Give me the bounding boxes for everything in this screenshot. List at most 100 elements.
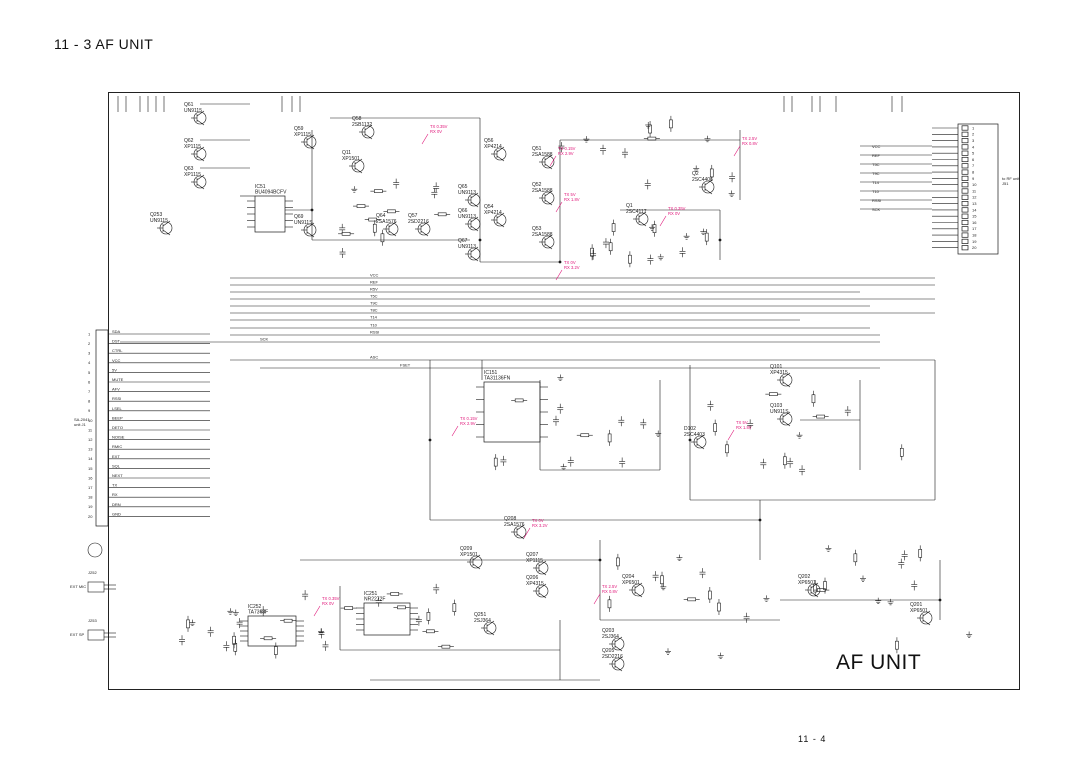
bus-label: FSET: [400, 363, 411, 368]
transistor-ref: Q1: [626, 203, 633, 209]
test-point-note: RX 0.8V: [602, 589, 618, 594]
connector-pin-number: 18: [972, 233, 977, 238]
left-pin-label: RX: [112, 492, 118, 497]
transistor-part: 2SC4403: [684, 432, 705, 438]
transistor-lead: [162, 220, 171, 227]
test-point-arrow: [421, 133, 429, 145]
transistor-lead: [638, 211, 647, 218]
left-pin-number: 6: [88, 379, 91, 384]
left-pin-number: 7: [88, 389, 91, 394]
test-point-note: RX 1.8V: [736, 425, 752, 430]
ic-part: TA7368F: [248, 610, 268, 616]
transistor-part: XP6501: [622, 580, 640, 586]
transistor-part: 2SA1588: [532, 188, 553, 194]
jack-ref: J252: [88, 570, 97, 575]
jack-symbol: [87, 581, 105, 593]
test-point-note: TX 0V: [532, 518, 544, 523]
transistor-lead: [196, 155, 205, 162]
transistor-lead: [496, 155, 505, 162]
connector-pin-number: 7: [972, 163, 975, 168]
ic-ic251: [363, 602, 411, 636]
transistor-ref: Q208: [504, 516, 516, 522]
left-pin-number: 2: [88, 341, 91, 346]
transistor-lead: [614, 636, 623, 643]
resistor: [452, 603, 457, 612]
transistor-lead: [782, 381, 791, 388]
transistor-part: XP1115: [184, 172, 201, 178]
test-point-arrow: [451, 425, 459, 437]
left-pin-label: RMIC: [112, 444, 122, 449]
left-pin-label: DRN: [112, 502, 121, 507]
transistor-lead: [496, 146, 505, 153]
left-pin-number: 3: [88, 351, 91, 356]
junction-dot: [310, 208, 314, 212]
transistor-lead: [538, 560, 547, 567]
resistor: [607, 599, 612, 609]
transistor-lead: [614, 645, 623, 652]
transistor-part: 2SJ364: [474, 618, 491, 624]
test-point-arrow: [733, 145, 741, 157]
transistor-ref: Q62: [184, 138, 194, 144]
ic-ref: IC151: [484, 370, 498, 376]
transistor-lead: [196, 110, 205, 117]
connector-pin: [961, 144, 969, 150]
transistor-ref: Q207: [526, 552, 538, 558]
resistor: [628, 254, 632, 264]
resistor: [186, 619, 190, 629]
transistor-lead: [496, 221, 505, 228]
resistor: [374, 189, 383, 193]
right-connector-label: to RF unit: [1002, 176, 1020, 181]
resistor: [853, 553, 858, 563]
connector-pin-number: 12: [972, 195, 977, 200]
connector-pin: [961, 125, 969, 131]
resistor: [263, 636, 273, 641]
transistor-part: 2SA1576: [376, 219, 397, 225]
right-bus-label: RSSI: [872, 198, 881, 203]
left-pin-number: 15: [88, 466, 93, 471]
transistor-ref: Q54: [484, 204, 494, 210]
left-pin-number: 1: [88, 331, 91, 336]
connector-pin-number: 19: [972, 239, 977, 244]
left-pin-number: 4: [88, 360, 91, 365]
transistor-lead: [544, 163, 553, 170]
junction-dot: [758, 518, 762, 522]
transistor-part: XP1115: [184, 144, 201, 150]
transistor-lead: [544, 190, 553, 197]
test-point-arrow: [659, 215, 667, 227]
left-pin-label: DST: [112, 339, 121, 344]
transistor-part: XP6501: [798, 580, 816, 586]
transistor-part: UN911S: [770, 409, 789, 415]
connector-pin: [961, 188, 969, 194]
junction-dot: [558, 260, 562, 264]
bus-label: T8C: [370, 308, 378, 313]
transistor-lead: [388, 221, 397, 228]
transistor-ref: Q63: [184, 166, 194, 172]
transistor-part: 2SC4406: [692, 177, 713, 183]
transistor-ref: Q2: [692, 171, 699, 177]
transistor-ref: Q51: [532, 146, 542, 152]
transistor-lead: [196, 174, 205, 181]
left-pin-label: SDA: [112, 329, 121, 334]
resistor: [514, 398, 524, 403]
transistor-part: XP6501: [910, 608, 928, 614]
transistor-part: XP4214: [484, 210, 502, 216]
test-point-note: TX 2.5V: [602, 584, 617, 589]
transistor-ref: Q101: [770, 364, 782, 370]
left-pin-number: 12: [88, 437, 93, 442]
left-pin-number: 19: [88, 504, 93, 509]
connector-pin: [961, 226, 969, 232]
transistor-ref: Q58: [352, 116, 362, 122]
transistor-lead: [516, 533, 525, 540]
transistor-lead: [538, 583, 547, 590]
transistor-lead: [638, 220, 647, 227]
left-pin-number: 5: [88, 370, 91, 375]
transistor-lead: [470, 216, 479, 223]
transistor-lead: [354, 167, 363, 174]
bus-label: T9C: [370, 301, 378, 306]
test-point-note: TX 0.15V: [558, 146, 576, 151]
connector-pin-number: 9: [972, 176, 975, 181]
left-pin-number: 20: [88, 514, 93, 519]
resistor: [341, 231, 351, 236]
unit-title: AF UNIT: [836, 651, 922, 674]
